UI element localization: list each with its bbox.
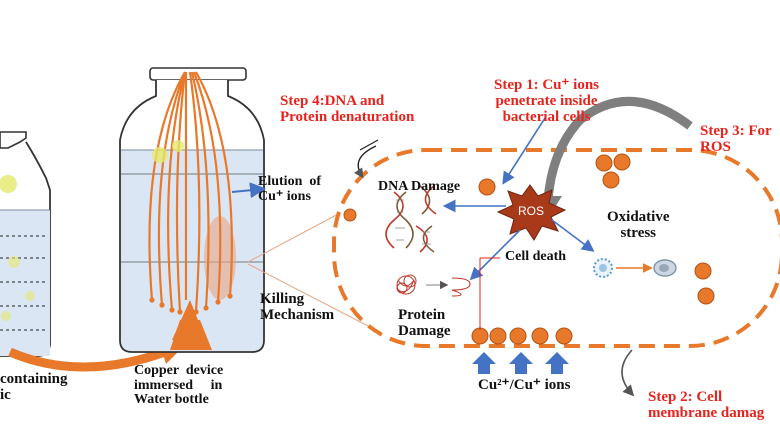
step4-label: Step 4:DNA and Protein denaturation (280, 93, 415, 125)
ions-label: Cu²⁺/Cu⁺ ions (478, 377, 571, 393)
dead-cell-icon (653, 259, 677, 277)
cu-ion-dots (343, 153, 715, 345)
step2-label: Step 2: Cell membrane damag (648, 389, 765, 421)
left-bottle-label: containing ic (0, 371, 68, 403)
protein-damage-label: Protein Damage (398, 307, 451, 339)
left-bottle (0, 131, 51, 357)
oxidative-stress-label: Oxidative stress (607, 209, 670, 241)
damaged-cell-icon (593, 258, 613, 278)
ion-entry-arrows (472, 352, 569, 374)
ros-label: ROS (518, 204, 545, 218)
dna-damage-label: DNA Damage (378, 179, 461, 194)
step1-label: Step 1: Cu⁺ ions penetrate inside bacter… (494, 77, 600, 125)
copper-device-label: Copper device immersed in Water bottle (134, 363, 224, 408)
cell-death-label: Cell death (505, 249, 567, 264)
protein-icon (396, 274, 417, 295)
ros-burst (496, 184, 567, 241)
water-bottle (119, 67, 266, 353)
step3-label: Step 3: For ROS (700, 123, 772, 155)
killing-mechanism-label: Killing Mechanism (260, 291, 335, 323)
elution-label: Elution of Cu⁺ ions (258, 174, 322, 204)
transfer-arrow (8, 347, 167, 372)
